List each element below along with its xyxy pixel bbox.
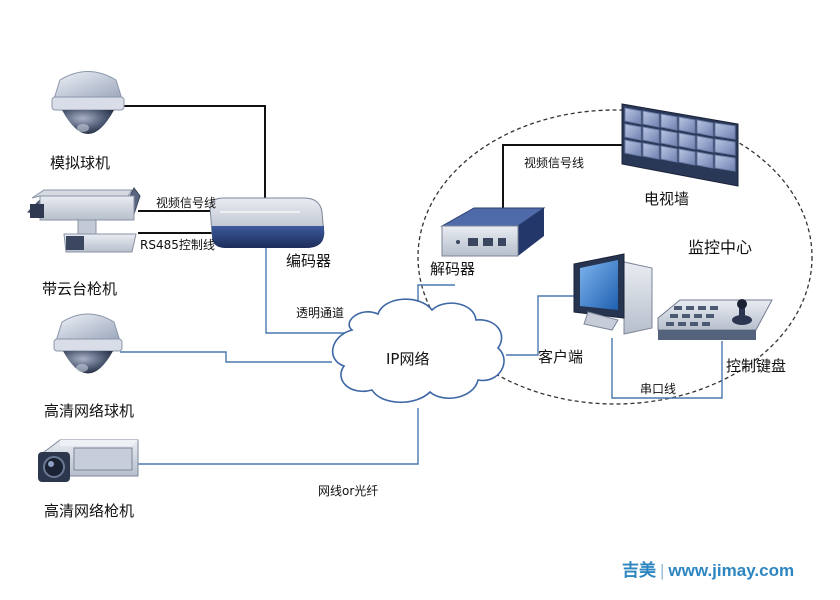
client-computer-icon [573,253,653,335]
ptz-gun-camera-label: 带云台枪机 [42,280,118,298]
analog-dome-camera-icon [51,71,125,134]
video-wall-label: 电视墙 [644,190,690,208]
control-keyboard-icon [657,299,773,340]
monitor-center-label: 监控中心 [688,238,753,257]
video-signal-line-label-left: 视频信号线 [156,196,217,210]
network-or-fiber-label: 网线or光纤 [318,484,379,498]
hd-network-gun-camera-icon [38,439,139,482]
ip-network-label: IP网络 [386,350,430,368]
hd-network-gun-camera-label: 高清网络枪机 [44,502,135,520]
watermark-brand: 吉美 [622,561,656,580]
encoder-icon [209,197,325,248]
ip-network-cloud [331,298,505,403]
serial-line-label: 串口线 [640,382,677,396]
hd-network-dome-camera-label: 高清网络球机 [44,402,135,420]
hd-network-dome-camera-icon [53,313,123,374]
monitor-center-boundary [417,109,813,405]
network-lines [120,243,723,465]
video-wall-icon [621,103,739,187]
decoder-icon [440,207,546,257]
transparent-channel-label: 透明通道 [296,306,345,320]
watermark: 吉美|www.jimay.com [622,561,795,580]
decoder-label: 解码器 [430,260,476,278]
video-signal-line-label-right: 视频信号线 [524,156,585,170]
analog-dome-camera-label: 模拟球机 [50,154,111,172]
watermark-url: www.jimay.com [668,561,795,580]
rs485-control-line-label: RS485控制线 [140,238,215,252]
client-label: 客户端 [538,348,584,366]
ptz-gun-camera-icon [26,187,141,253]
control-keyboard-label: 控制键盘 [726,357,787,375]
encoder-label: 编码器 [286,252,332,270]
black-connection-lines [120,105,622,234]
